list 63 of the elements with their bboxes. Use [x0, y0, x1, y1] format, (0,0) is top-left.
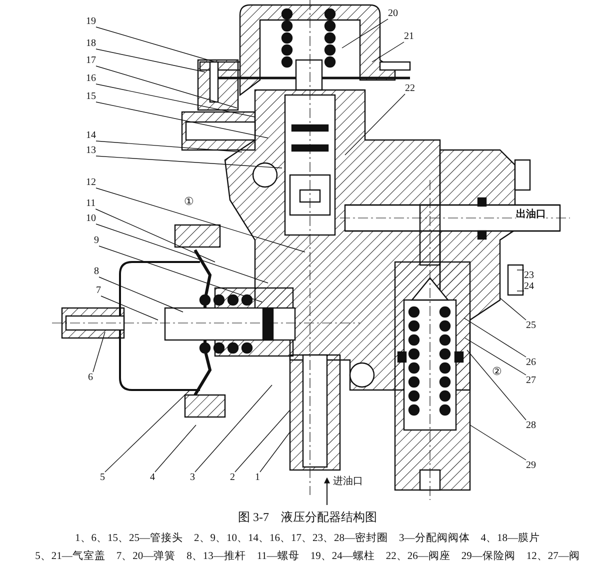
port-label: 进油口 [333, 476, 363, 488]
callout-number: 2 [230, 472, 235, 483]
leader-line [342, 18, 388, 48]
leader-line [344, 94, 406, 156]
callout-number: 28 [526, 420, 536, 431]
leader-line [95, 208, 216, 262]
leader-line [516, 290, 524, 292]
callout-number: 25 [526, 320, 536, 331]
leader-line [464, 338, 526, 376]
callout-number: 26 [526, 357, 536, 368]
callout-number: 19 [86, 16, 96, 27]
callout-number: 13 [86, 145, 96, 156]
callout-number: 24 [524, 281, 534, 292]
callout-number: 9 [94, 235, 99, 246]
leader-line [92, 332, 106, 372]
callout-number: 1 [255, 472, 260, 483]
port-label: 出油口 [516, 209, 546, 221]
callout-number: 16 [86, 73, 96, 84]
callout-number: 23 [524, 270, 534, 281]
leader-line [96, 156, 282, 168]
figure-title: 图 3-7 液压分配器结构图 [237, 509, 378, 526]
callout-number: 29 [526, 460, 536, 471]
callout-number: 6 [88, 372, 93, 383]
leader-line [96, 188, 306, 252]
leader-line [194, 384, 272, 472]
leader-line [154, 424, 196, 472]
callout-number: 27 [526, 375, 536, 386]
zone-marker: ① [184, 196, 194, 210]
parts-list: 5、21—气室盖 7、20—弹簧 8、13—推杆 11—螺母 19、24—螺柱 22、26—阀座 29—保险阀 12、27—阀 [0, 549, 615, 563]
leader-line [466, 350, 526, 420]
leader-line [96, 224, 268, 284]
callout-number: 8 [94, 266, 99, 277]
leader-line [96, 140, 242, 152]
callout-number: 3 [190, 472, 195, 483]
callout-number: 7 [96, 285, 101, 296]
leader-line [96, 48, 206, 72]
callout-number: 21 [404, 31, 414, 42]
callout-number: 10 [86, 213, 96, 224]
callout-number: 20 [388, 8, 398, 19]
callout-number: 18 [86, 38, 96, 49]
leader-line [98, 276, 184, 312]
leader-line [96, 26, 216, 62]
callout-number: 22 [405, 83, 415, 94]
leader-line [100, 296, 158, 320]
leader-line [470, 424, 526, 460]
leader-line [234, 410, 290, 472]
callout-number: 15 [86, 91, 96, 102]
leader-line [96, 66, 238, 108]
callout-number: 11 [86, 198, 96, 209]
leader-line [96, 84, 256, 118]
leader-line [104, 390, 190, 472]
callout-number: 5 [100, 472, 105, 483]
parts-list: 1、6、15、25—管接头 2、9、10、14、16、17、23、28—密封圈 3—分配阀阀体 4、18—膜片 [0, 531, 615, 545]
leader-line [96, 102, 268, 138]
callout-number: 14 [86, 130, 96, 141]
leader-line [98, 246, 262, 302]
leader-line [500, 298, 526, 320]
callout-number: 17 [86, 55, 96, 66]
leader-line [372, 42, 404, 62]
leader-line [464, 318, 526, 358]
callout-number: 12 [86, 177, 96, 188]
leader-line [260, 432, 290, 472]
callout-number: 4 [150, 472, 155, 483]
